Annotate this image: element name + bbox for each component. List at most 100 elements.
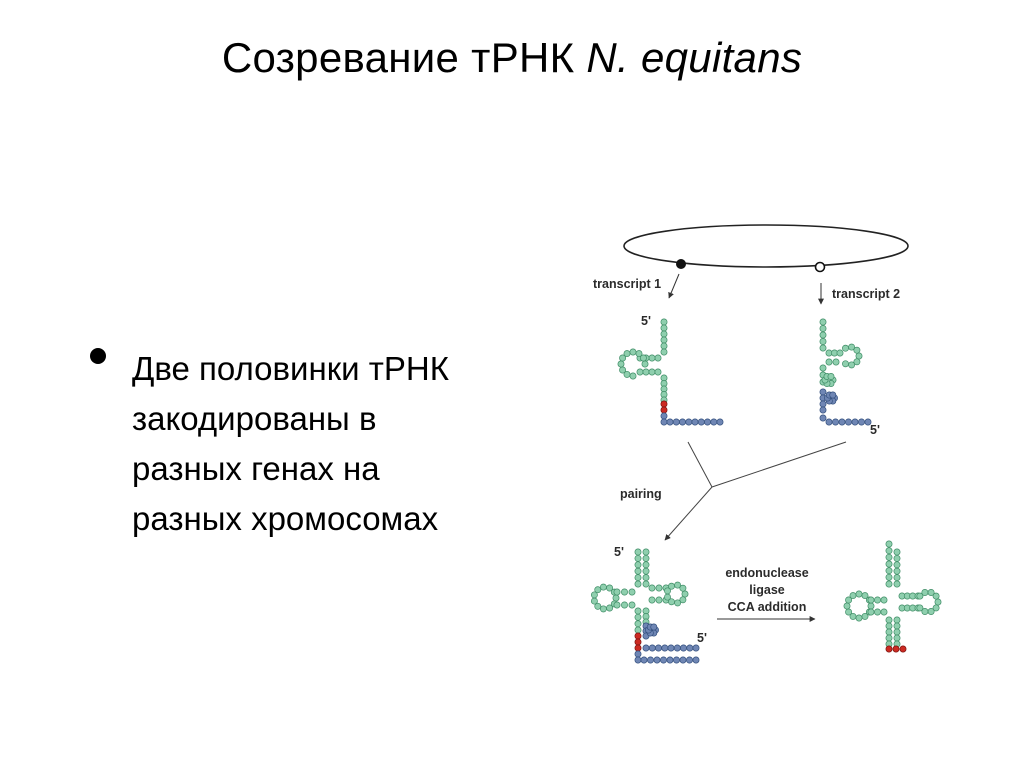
nucleotide-bead bbox=[630, 349, 636, 355]
nucleotide-bead bbox=[693, 645, 699, 651]
gene1-locus-marker bbox=[676, 259, 686, 269]
nucleotide-bead bbox=[649, 597, 655, 603]
pairing-label: pairing bbox=[620, 487, 662, 501]
nucleotide-bead bbox=[820, 325, 826, 331]
nucleotide-bead bbox=[886, 629, 892, 635]
nucleotide-bead bbox=[649, 369, 655, 375]
nucleotide-bead bbox=[635, 581, 641, 587]
nucleotide-bead bbox=[874, 609, 880, 615]
nucleotide-bead bbox=[868, 603, 874, 609]
nucleotide-bead bbox=[900, 646, 906, 652]
nucleotide-bead bbox=[674, 645, 680, 651]
nucleotide-bead bbox=[635, 614, 641, 620]
nucleotide-bead bbox=[643, 645, 649, 651]
nucleotide-bead bbox=[675, 600, 681, 606]
nucleotide-bead bbox=[894, 629, 900, 635]
mature-trna bbox=[844, 541, 941, 652]
nucleotide-bead bbox=[621, 602, 627, 608]
nucleotide-bead bbox=[874, 597, 880, 603]
nucleotide-bead bbox=[886, 623, 892, 629]
nucleotide-bead bbox=[693, 657, 699, 663]
nucleotide-bead bbox=[881, 597, 887, 603]
nucleotide-bead bbox=[640, 355, 646, 361]
nucleotide-bead bbox=[894, 575, 900, 581]
nucleotide-bead bbox=[935, 599, 941, 605]
nucleotide-bead bbox=[667, 657, 673, 663]
nucleotide-bead bbox=[820, 345, 826, 351]
nucleotide-bead bbox=[647, 657, 653, 663]
nucleotide-bead bbox=[686, 657, 692, 663]
nucleotide-bead bbox=[655, 645, 661, 651]
nucleotide-bead bbox=[844, 603, 850, 609]
nucleotide-bead bbox=[832, 419, 838, 425]
nucleotide-bead bbox=[820, 401, 826, 407]
nucleotide-bead bbox=[635, 568, 641, 574]
nucleotide-bead bbox=[894, 623, 900, 629]
transcript2-trna-half bbox=[820, 319, 871, 425]
nucleotide-bead bbox=[595, 587, 601, 593]
nucleotide-bead bbox=[886, 568, 892, 574]
nucleotide-bead bbox=[893, 646, 899, 652]
nucleotide-bead bbox=[635, 657, 641, 663]
nucleotide-bead bbox=[820, 365, 826, 371]
nucleotide-bead bbox=[643, 562, 649, 568]
pairing-arrow bbox=[665, 487, 712, 540]
nucleotide-bead bbox=[842, 361, 848, 367]
nucleotide-bead bbox=[868, 597, 874, 603]
nucleotide-bead bbox=[894, 568, 900, 574]
nucleotide-bead bbox=[845, 419, 851, 425]
nucleotide-bead bbox=[886, 617, 892, 623]
nucleotide-bead bbox=[643, 568, 649, 574]
paired-trna-halves bbox=[591, 549, 699, 663]
nucleotide-bead bbox=[717, 419, 723, 425]
nucleotide-bead bbox=[894, 562, 900, 568]
nucleotide-bead bbox=[641, 657, 647, 663]
nucleotide-bead bbox=[668, 645, 674, 651]
nucleotide-bead bbox=[820, 319, 826, 325]
nucleotide-bead bbox=[635, 608, 641, 614]
nucleotide-bead bbox=[643, 555, 649, 561]
nucleotide-bead bbox=[679, 419, 685, 425]
nucleotide-bead bbox=[933, 593, 939, 599]
nucleotide-bead bbox=[600, 584, 606, 590]
nucleotide-bead bbox=[868, 609, 874, 615]
nucleotide-bead bbox=[643, 575, 649, 581]
nucleotide-bead bbox=[635, 645, 641, 651]
nucleotide-bead bbox=[680, 585, 686, 591]
nucleotide-bead bbox=[842, 345, 848, 351]
nucleotide-bead bbox=[830, 392, 836, 398]
nucleotide-bead bbox=[849, 362, 855, 368]
transcript1-label: transcript 1 bbox=[593, 277, 661, 291]
nucleotide-bead bbox=[673, 657, 679, 663]
nucleotide-bead bbox=[839, 419, 845, 425]
nucleotide-bead bbox=[660, 657, 666, 663]
nucleotide-bead bbox=[600, 606, 606, 612]
nucleotide-bead bbox=[661, 413, 667, 419]
nucleotide-bead bbox=[655, 369, 661, 375]
nucleotide-bead bbox=[673, 419, 679, 425]
five-prime-label-paired-right: 5' bbox=[697, 631, 707, 645]
nucleotide-bead bbox=[820, 415, 826, 421]
pairing-line-right bbox=[712, 442, 846, 487]
nucleotide-bead bbox=[643, 369, 649, 375]
transcript2-label: transcript 2 bbox=[832, 287, 900, 301]
nucleotide-bead bbox=[856, 353, 862, 359]
nucleotide-bead bbox=[894, 617, 900, 623]
nucleotide-bead bbox=[624, 351, 630, 357]
nucleotide-bead bbox=[651, 624, 657, 630]
nucleotide-bead bbox=[643, 581, 649, 587]
nucleotide-bead bbox=[833, 359, 839, 365]
nucleotide-bead bbox=[661, 325, 667, 331]
transcript1-trna-half bbox=[618, 319, 723, 425]
nucleotide-bead bbox=[661, 331, 667, 337]
nucleotide-bead bbox=[894, 581, 900, 587]
gene2-locus-marker bbox=[816, 263, 825, 272]
nucleotide-bead bbox=[642, 361, 648, 367]
nucleotide-bead bbox=[850, 593, 856, 599]
nucleotide-bead bbox=[629, 602, 635, 608]
nucleotide-bead bbox=[621, 589, 627, 595]
nucleotide-bead bbox=[820, 338, 826, 344]
nucleotide-bead bbox=[662, 645, 668, 651]
nucleotide-bead bbox=[613, 595, 619, 601]
nucleotide-bead bbox=[635, 562, 641, 568]
